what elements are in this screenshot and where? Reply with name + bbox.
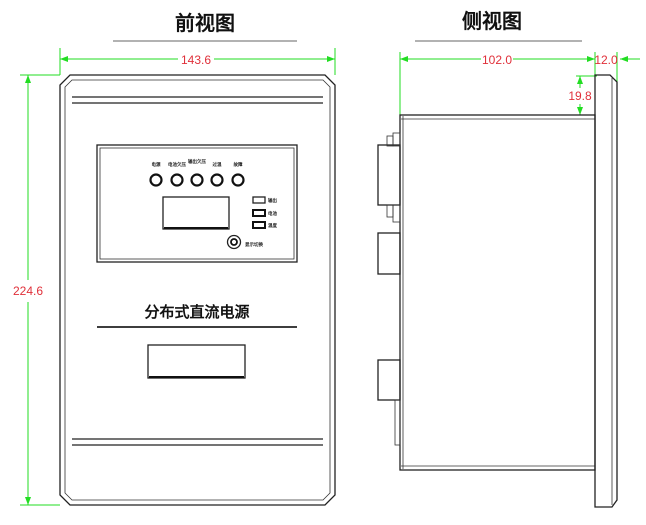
- panel-frame: [96, 144, 298, 263]
- side-view-title: 侧视图: [462, 9, 522, 33]
- status-led: [252, 221, 266, 229]
- lamp-icon: [170, 173, 184, 187]
- lcd-display: [162, 196, 230, 230]
- indicator-label: 电池欠压: [168, 161, 186, 168]
- lamp-icon: [210, 173, 224, 187]
- front-housing: [59, 74, 336, 506]
- connector-tab: [394, 399, 401, 446]
- status-led: [252, 196, 266, 204]
- control-panel: 电源 电池欠压 输出欠压 过温 故障 输出 电池 温度 显示切换: [96, 144, 298, 263]
- status-label: 温度: [268, 222, 277, 229]
- connector: [377, 232, 401, 275]
- indicator-label: 电源: [152, 161, 161, 168]
- indicator-label: 过温: [213, 161, 222, 168]
- lower-window: [147, 344, 246, 379]
- panel-inner: [99, 147, 295, 260]
- connector: [377, 144, 401, 206]
- switch-knob-center: [230, 238, 238, 246]
- switch-knob-icon: [226, 234, 242, 250]
- lamp-icon: [149, 173, 163, 187]
- lamp-icon: [231, 173, 245, 187]
- rear-connectors: [377, 132, 401, 446]
- front-view: 前视图 143.6 224.6 电源 电池欠压 输出欠压 过温 故障: [13, 11, 336, 506]
- indicator-label: 故障: [234, 161, 243, 168]
- side-panel: [594, 74, 618, 508]
- offset-dim-text: 19.8: [568, 89, 592, 103]
- indicator-label: 输出欠压: [188, 158, 206, 165]
- status-label: 电池: [268, 210, 277, 217]
- front-bezel: [64, 79, 331, 501]
- switch-label: 显示切换: [245, 241, 263, 248]
- connector-tab: [386, 204, 394, 218]
- connector-tab: [392, 204, 401, 223]
- indicator-lamps: [149, 173, 245, 187]
- connector: [377, 359, 401, 401]
- product-name: 分布式直流电源: [144, 303, 249, 321]
- front-view-title: 前视图: [175, 11, 235, 35]
- side-view: 侧视图 102.0 12.0 19.8: [377, 9, 640, 508]
- side-body: [399, 114, 596, 471]
- height-dim-text: 224.6: [13, 284, 43, 298]
- depth-dim-text: 102.0: [482, 53, 512, 67]
- connector-tab: [392, 132, 401, 147]
- status-label: 输出: [268, 197, 277, 204]
- status-led: [252, 209, 266, 217]
- width-dim-text: 143.6: [181, 53, 211, 67]
- panel-dim-text: 12.0: [594, 53, 618, 67]
- lamp-icon: [190, 173, 204, 187]
